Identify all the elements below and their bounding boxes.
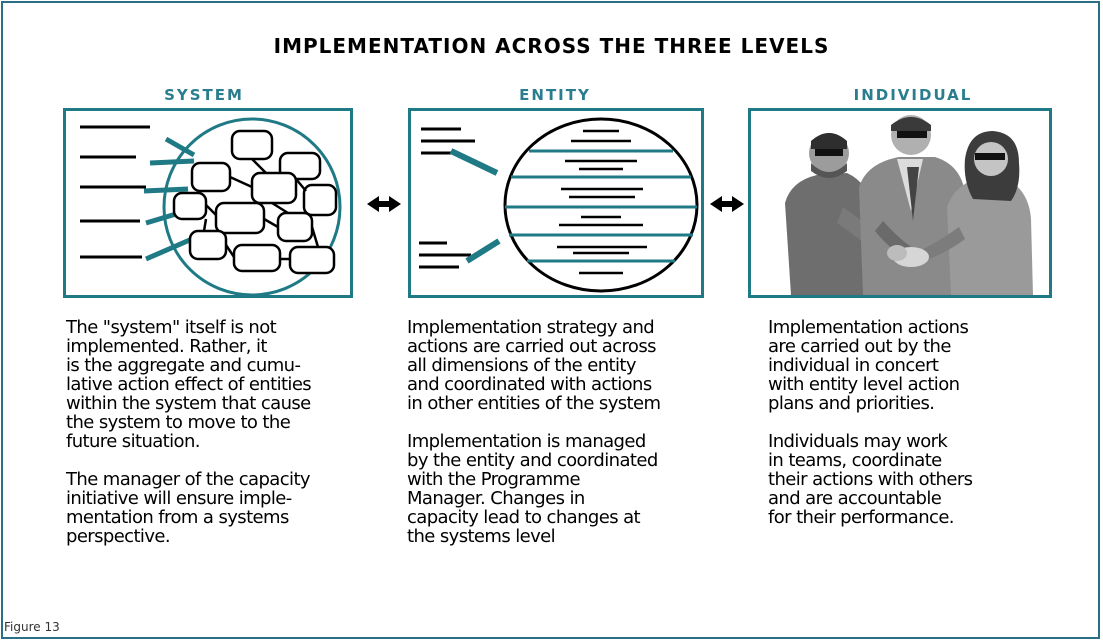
double-arrow-icon xyxy=(367,196,401,212)
people-handshake-illustration xyxy=(785,115,1033,295)
system-network-illustration xyxy=(80,117,342,295)
entity-paragraph: Implementation is managed by the entity … xyxy=(407,431,658,547)
entity-description: Implementation strategy and actions are … xyxy=(407,318,742,565)
individual-paragraph: Individuals may work in teams, coordinat… xyxy=(768,431,973,528)
system-paragraph: The "system" itself is not implemented. … xyxy=(66,317,312,452)
system-description: The "system" itself is not implemented. … xyxy=(66,318,401,565)
system-paragraph: The manager of the capacity initiative w… xyxy=(66,469,311,547)
individual-panel xyxy=(748,108,1052,298)
entity-paragraph: Implementation strategy and actions are … xyxy=(407,317,661,414)
individual-description: Implementation actions are carried out b… xyxy=(768,318,1088,546)
double-arrow-icon xyxy=(710,196,744,212)
entity-panel xyxy=(408,108,704,298)
heading-individual: INDIVIDUAL xyxy=(853,86,973,104)
heading-entity: ENTITY xyxy=(519,86,591,104)
heading-system: SYSTEM xyxy=(164,86,244,104)
entity-sphere-illustration xyxy=(419,117,699,293)
figure-title: IMPLEMENTATION ACROSS THE THREE LEVELS xyxy=(273,34,830,58)
system-panel xyxy=(63,108,353,298)
figure-caption: Figure 13 xyxy=(4,620,60,634)
individual-paragraph: Implementation actions are carried out b… xyxy=(768,317,969,414)
